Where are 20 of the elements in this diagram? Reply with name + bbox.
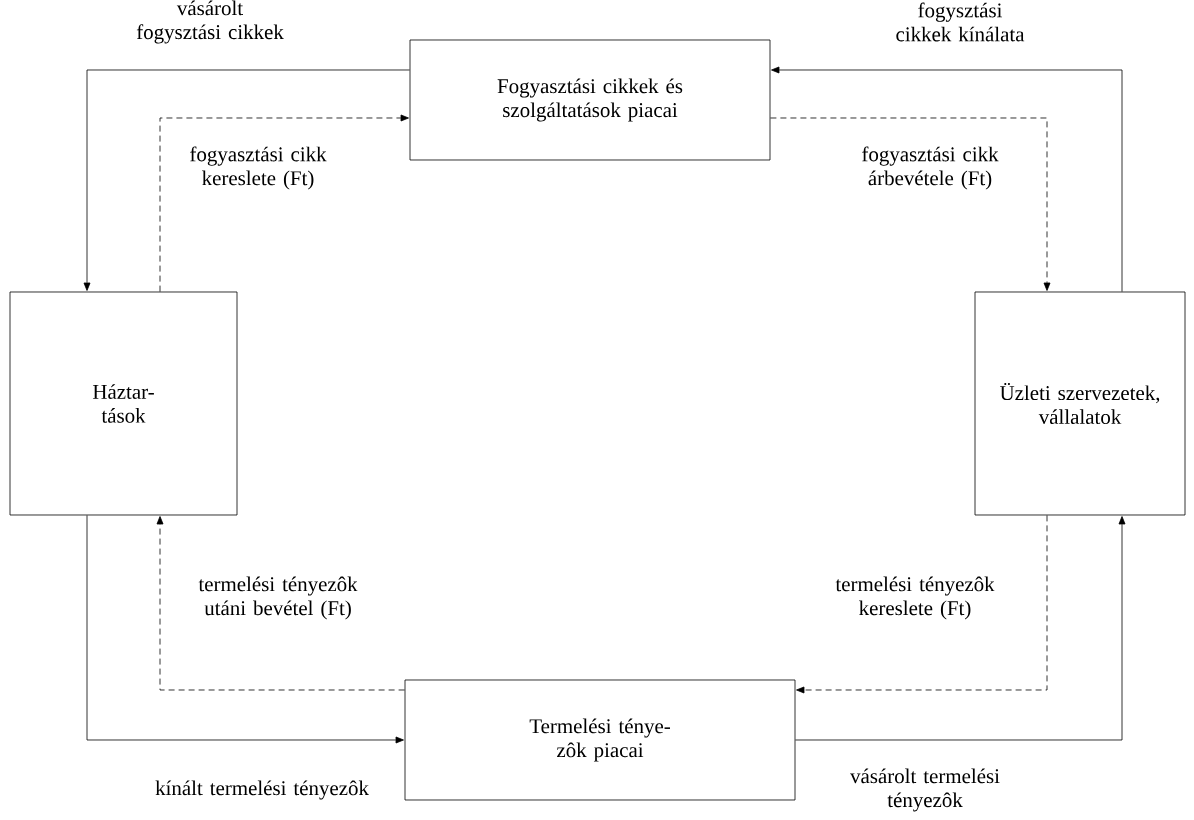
process-box: Üzleti szervezetek, vállalatok (974, 291, 1186, 516)
arrow (771, 66, 1123, 292)
edge-label: fogyasztási cikk árbevétele (Ft) (862, 146, 999, 190)
edge-label: termelési tényezôk utáni bevétel (Ft) (198, 576, 358, 620)
arrow (159, 114, 409, 292)
edge-label: vásárolt fogysztási cikkek (136, 0, 284, 44)
process-box: Háztar- tások (9, 291, 238, 516)
edge-label: kínált termelési tényezôk (155, 780, 369, 800)
edge-label: fogysztási cikkek kínálata (896, 2, 1025, 42)
edge-label: fogyasztási cikk kereslete (Ft) (190, 146, 327, 190)
arrow (795, 516, 1126, 741)
arrow (83, 69, 410, 291)
arrow (86, 515, 404, 744)
process-box: Termelési ténye- zôk piacai (404, 679, 796, 801)
edge-label: termelési tényezôk kereslete (Ft) (835, 576, 995, 620)
arrow (156, 516, 405, 691)
process-box: Fogyasztási cikkek és szolgáltatások piacai (409, 39, 771, 161)
arrow (796, 515, 1048, 694)
arrow (770, 117, 1051, 291)
edge-label: vásárolt termelési tényezôk (850, 768, 1000, 812)
